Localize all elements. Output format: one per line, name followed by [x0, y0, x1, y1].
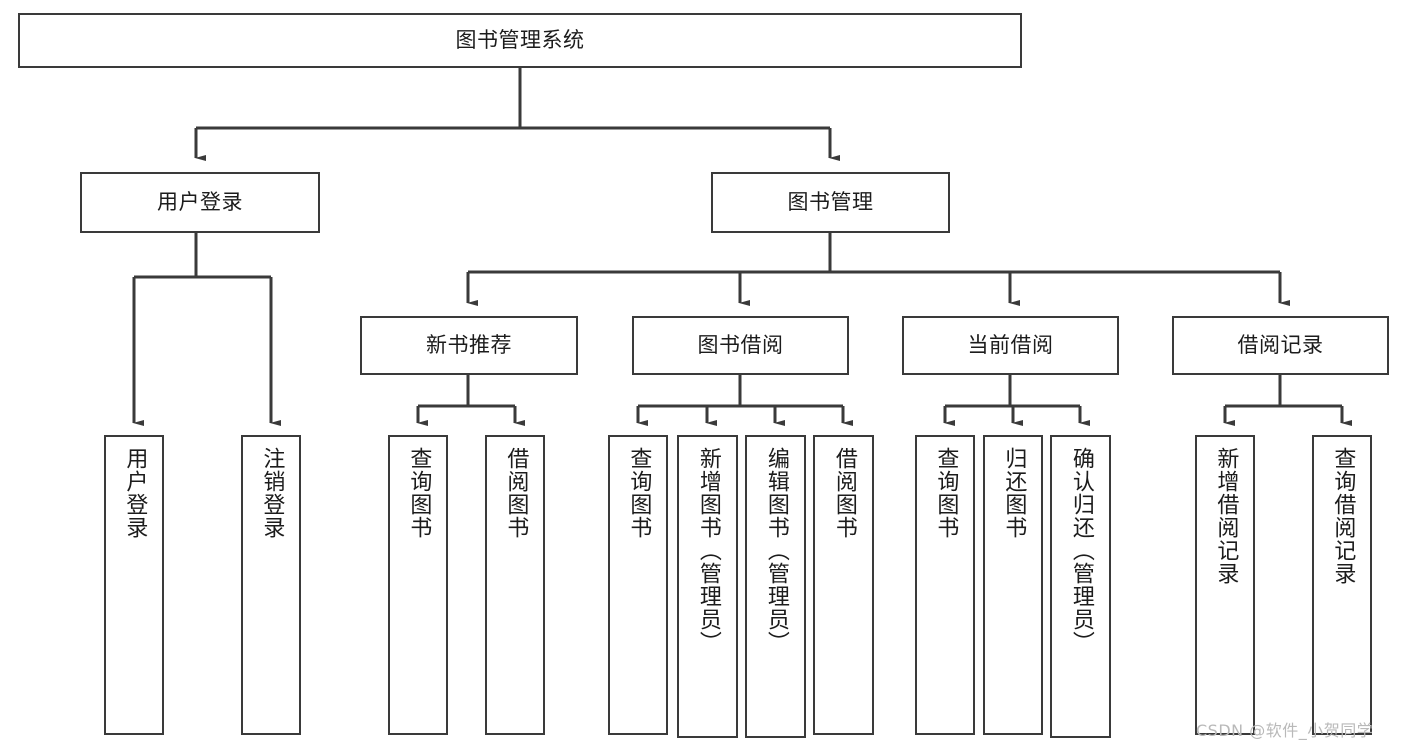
- node-book-management[interactable]: 图书管理: [711, 172, 950, 233]
- node-current-borrow[interactable]: 当前借阅: [902, 316, 1119, 375]
- leaf-add-book-admin[interactable]: 新增图书（管理员）: [677, 435, 738, 738]
- leaf-add-borrow-record[interactable]: 新增借阅记录: [1195, 435, 1255, 735]
- leaf-label: 借阅图书: [831, 447, 857, 539]
- leaf-label: 查询借阅记录: [1330, 447, 1356, 585]
- leaf-borrow-book[interactable]: 借阅图书: [813, 435, 874, 735]
- node-label: 图书管理系统: [455, 28, 585, 52]
- leaf-edit-book-admin[interactable]: 编辑图书（管理员）: [745, 435, 806, 738]
- node-label: 图书借阅: [697, 333, 784, 357]
- leaf-label: 新增图书（管理员）: [695, 447, 721, 654]
- leaf-query-book-borrow[interactable]: 查询图书: [608, 435, 668, 735]
- leaf-label: 确认归还（管理员）: [1068, 447, 1094, 654]
- leaf-confirm-return-admin[interactable]: 确认归还（管理员）: [1050, 435, 1111, 738]
- node-label: 当前借阅: [967, 333, 1054, 357]
- leaf-query-book-current[interactable]: 查询图书: [915, 435, 975, 735]
- leaf-query-borrow-record[interactable]: 查询借阅记录: [1312, 435, 1372, 735]
- node-label: 借阅记录: [1237, 333, 1324, 357]
- node-root-system[interactable]: 图书管理系统: [18, 13, 1022, 68]
- leaf-label: 归还图书: [1001, 447, 1027, 539]
- node-label: 新书推荐: [426, 333, 512, 357]
- node-borrow-record[interactable]: 借阅记录: [1172, 316, 1389, 375]
- leaf-label: 新增借阅记录: [1213, 447, 1239, 585]
- leaf-label: 查询图书: [626, 447, 652, 539]
- leaf-label: 查询图书: [933, 447, 959, 539]
- node-user-login[interactable]: 用户登录: [80, 172, 320, 233]
- csdn-watermark: CSDN @软件_小贺同学: [1196, 717, 1373, 741]
- leaf-label: 借阅图书: [503, 447, 529, 539]
- leaf-user-login[interactable]: 用户登录: [104, 435, 164, 735]
- leaf-user-logout[interactable]: 注销登录: [241, 435, 301, 735]
- leaf-label: 用户登录: [122, 447, 148, 539]
- node-label: 图书管理: [787, 190, 874, 214]
- node-new-book-recommend[interactable]: 新书推荐: [360, 316, 578, 375]
- leaf-borrow-book-new[interactable]: 借阅图书: [485, 435, 545, 735]
- leaf-label: 注销登录: [259, 447, 285, 539]
- leaf-label: 查询图书: [406, 447, 432, 539]
- leaf-query-book-new[interactable]: 查询图书: [388, 435, 448, 735]
- watermark-text: CSDN @软件_小贺同学: [1196, 721, 1374, 740]
- leaf-label: 编辑图书（管理员）: [763, 447, 789, 654]
- node-book-borrow[interactable]: 图书借阅: [632, 316, 849, 375]
- leaf-return-book[interactable]: 归还图书: [983, 435, 1043, 735]
- node-label: 用户登录: [157, 190, 243, 214]
